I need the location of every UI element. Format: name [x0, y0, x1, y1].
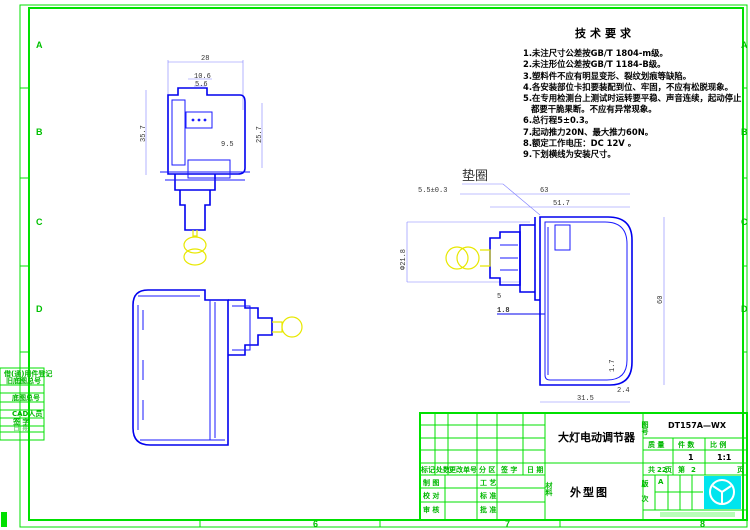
qty-label: 件 数: [678, 440, 695, 449]
title-block-grid: [419, 412, 748, 521]
role-standard: 标 准: [479, 491, 496, 500]
material-label: 材料: [545, 481, 554, 497]
role-approver: 批 准: [480, 505, 496, 514]
zone-letters: A B C D A B C D 6 7 8: [36, 40, 748, 529]
total-label: 共: [648, 465, 655, 474]
rev-header: 标记: [420, 465, 435, 474]
zone-left-b: B: [36, 127, 43, 137]
gasket-label: 垫圈: [462, 168, 488, 184]
zone-left-c: C: [36, 217, 43, 227]
top-view: 28 10.6 5.6 35.7 25.7 9.5: [140, 55, 264, 266]
rev-header: 日 期: [527, 465, 543, 474]
dim-body-51-7: 51.7: [553, 200, 570, 208]
tech-req-item: 1.未注尺寸公差按GB/T 1804-m级。: [523, 48, 668, 59]
drawing-number: DT157A—WX: [668, 421, 727, 430]
zone-bottom-6: 6: [313, 519, 318, 529]
tech-req-item: 5.在专用检测台上测试时运转要平稳、声音连续，起动停止: [523, 93, 742, 104]
version-label: 版次: [641, 479, 649, 510]
zone-left-a: A: [36, 40, 43, 50]
dim-diameter: Φ21.8: [400, 249, 408, 270]
role-reviewer: 审 核: [423, 505, 439, 514]
side-label: 借(通)用件登记: [3, 369, 52, 378]
scale-value: 1:1: [717, 453, 732, 462]
side-view: 垫圈 63 5.5±0.3 51.7 Φ21.8 60 31.5 5 1.8 1…: [400, 168, 665, 403]
tech-req-title: 技术要求: [575, 27, 635, 40]
side-label: 底图总号: [12, 393, 40, 402]
product-name: 大灯电动调节器: [558, 430, 636, 444]
zone-bottom-7: 7: [505, 519, 510, 529]
dim-bottom-31-5: 31.5: [577, 395, 594, 403]
tech-req-item: 8.额定工作电压：DC 12V 。: [523, 137, 637, 148]
zone-right-c: C: [741, 217, 748, 227]
side-registration-table: 借(通)用件登记 旧底图总号 底图总号 CAD人员 签 字 日 期: [0, 367, 52, 527]
company-name-bar: [660, 512, 735, 517]
side-label: 签 字: [12, 417, 29, 426]
zone-right-a: A: [741, 40, 748, 50]
dim-width: 28: [201, 55, 209, 63]
dim-9-5: 9.5: [221, 141, 234, 149]
mass-label: 质 量: [648, 440, 664, 449]
sheet-frame: [19, 4, 748, 528]
front-view: [132, 289, 303, 446]
dim-1-7: 1.7: [609, 359, 617, 372]
zone-right-d: D: [741, 304, 748, 314]
zone-right-b: B: [741, 127, 748, 137]
dim-height-right: 25.7: [256, 126, 264, 143]
page-unit: 页: [665, 466, 672, 474]
rev-header: 签 字: [500, 465, 517, 474]
sheet-no: 2: [691, 466, 696, 474]
drawing-no-label: 图号: [641, 420, 649, 436]
dim-overall-63: 63: [540, 187, 548, 195]
tech-req-item: 4.各安装部位卡扣要装配到位、牢固，不应有松脱现象。: [523, 81, 734, 92]
rev-header: 处数: [435, 465, 451, 474]
dim-height-60: 60: [657, 296, 665, 304]
total-pages: 22: [657, 466, 667, 474]
tech-req-item: 都要干脆果断。不应有异常现象。: [531, 104, 657, 115]
qty-value: 1: [688, 453, 694, 462]
dim-height-left: 35.7: [140, 125, 148, 142]
sheet-label: 第: [678, 465, 685, 474]
tech-req-item: 6.总行程5±0.3。: [523, 115, 594, 126]
dim-stroke: 5.5±0.3: [418, 187, 447, 195]
role-checker: 校 对: [423, 491, 439, 500]
version-value: A: [658, 478, 664, 486]
side-label: CAD人员: [12, 409, 42, 418]
zone-bottom-8: 8: [700, 519, 705, 529]
role-drafter: 制 图: [423, 478, 439, 487]
scale-label: 比 例: [710, 440, 726, 449]
dim-5: 5: [497, 293, 501, 301]
side-label: 日 期: [13, 423, 29, 432]
dim-1-8: 1.8: [497, 307, 510, 315]
tech-req-item: 2.未注形位公差按GB/T 1184-B级。: [523, 59, 666, 70]
tech-req-item: 9.下划横线为安装尺寸。: [523, 149, 616, 160]
tech-req-item: 3.塑料件不应有明显变形、裂纹划痕等缺陷。: [523, 70, 692, 81]
dim-5-6: 5.6: [195, 81, 208, 89]
dim-10-6: 10.6: [194, 73, 211, 81]
drawing-type: 外型图: [569, 485, 609, 499]
role-process: 工 艺: [480, 478, 496, 487]
rev-header: 更改单号: [449, 465, 477, 474]
tech-req-item: 7.起动推力20N、最大推力60N。: [523, 126, 654, 137]
company-logo: [704, 476, 741, 509]
dim-2-4: 2.4: [617, 387, 630, 395]
side-label: 旧底图总号: [6, 376, 41, 385]
zone-left-d: D: [36, 304, 43, 314]
page-unit: 页: [737, 466, 744, 474]
technical-requirements: 技术要求 1.未注尺寸公差按GB/T 1804-m级。 2.未注形位公差按GB/…: [523, 28, 741, 160]
rev-header: 分 区: [479, 465, 495, 474]
title-block: 大灯电动调节器 外型图 材料 图号 DT157A—WX 质 量 件 数 比 例 …: [420, 420, 744, 514]
